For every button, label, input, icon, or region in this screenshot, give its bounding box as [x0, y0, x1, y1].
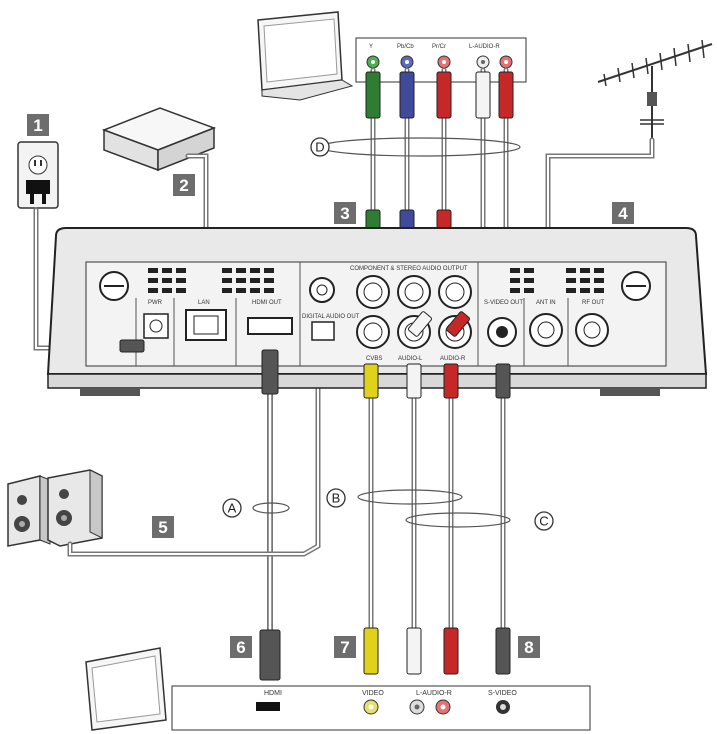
- wall-outlet-icon: [17, 141, 59, 209]
- speakers-icon: [7, 469, 103, 547]
- antenna-icon: [597, 39, 713, 140]
- port-label-component: COMPONENT & STEREO AUDIO OUTPUT: [350, 266, 468, 272]
- port-label-audio-r: AUDIO-R: [440, 356, 466, 362]
- label-audio: L-AUDIO-R: [469, 44, 500, 50]
- port-label-spdif: DIGITAL AUDIO OUT: [302, 314, 360, 320]
- plug-heads-top: [365, 71, 514, 119]
- port-label-svideo: S-VIDEO OUT: [484, 300, 523, 306]
- label-pr: Pr/Cr: [432, 44, 446, 50]
- callout-6: 6: [236, 638, 245, 657]
- callout-1: 1: [33, 116, 42, 135]
- label-video: VIDEO: [362, 690, 384, 697]
- port-label-hdmi: HDMI OUT: [252, 300, 282, 306]
- callout-2: 2: [179, 176, 188, 195]
- label-svideo: S-VIDEO: [488, 690, 517, 697]
- callout-a: A: [228, 501, 237, 516]
- port-label-lan: LAN: [198, 300, 210, 306]
- tv-icon: [257, 11, 354, 101]
- plug-heads-bottom-device: [261, 349, 511, 399]
- callout-8: 8: [524, 638, 533, 657]
- callout-5: 5: [158, 518, 167, 537]
- port-label-ant-in: ANT IN: [536, 300, 556, 306]
- callout-d: D: [315, 140, 324, 155]
- plug-heads-bottom-tv: [259, 627, 511, 681]
- callout-b: B: [332, 491, 341, 506]
- media-player-rear: PWR LAN HDMI OUT COMPONENT & STEREO AUDI…: [46, 227, 708, 396]
- router-icon: [101, 107, 217, 172]
- port-label-rf-out: RF OUT: [582, 300, 605, 306]
- number-callouts: 1 2 3 4 5 6 7 8: [27, 114, 634, 658]
- tv-icon: [85, 647, 167, 731]
- letter-callouts: A B C D: [222, 137, 554, 531]
- label-laudio: L-AUDIO-R: [416, 690, 452, 697]
- callout-7: 7: [340, 638, 349, 657]
- label-hdmi: HDMI: [264, 690, 282, 697]
- tv-input-panel-bottom: HDMI VIDEO L-AUDIO-R S-VIDEO: [171, 685, 591, 731]
- callout-c: C: [539, 514, 548, 529]
- label-y: Y: [369, 44, 373, 50]
- callout-4: 4: [618, 204, 628, 223]
- label-pb: Pb/Cb: [397, 44, 414, 50]
- port-label-cvbs: CVBS: [366, 356, 382, 362]
- callout-3: 3: [340, 204, 349, 223]
- port-label-power: PWR: [148, 300, 163, 306]
- plug-heads-audio-in: [119, 311, 470, 353]
- port-label-audio-l: AUDIO-L: [398, 356, 423, 362]
